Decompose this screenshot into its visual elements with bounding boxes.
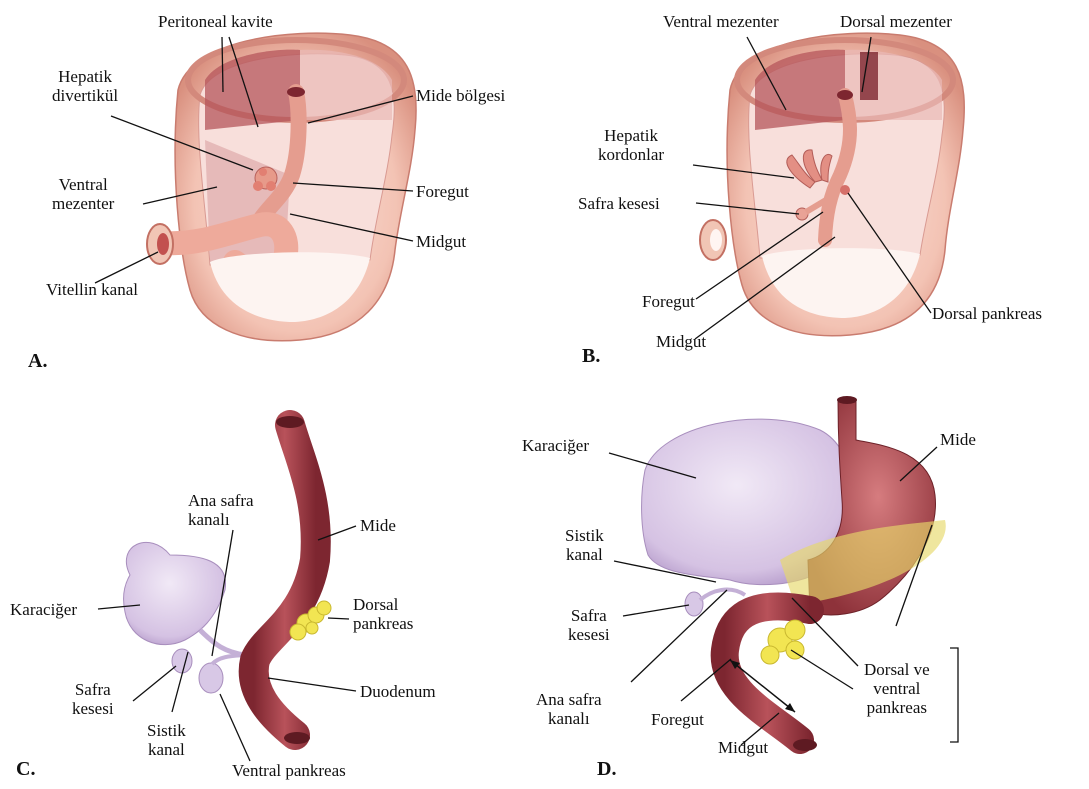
panel-c-illustration	[124, 416, 331, 744]
label-d-sistik-kanal: Sistik kanal	[565, 526, 604, 564]
label-d-foregut: Foregut	[651, 710, 704, 729]
label-d-karaciger: Karaciğer	[522, 436, 589, 455]
label-a-mide-bolgesi: Mide bölgesi	[416, 86, 505, 105]
label-b-dorsal-mezenter: Dorsal mezenter	[840, 12, 952, 31]
label-b-ventral-mezenter: Ventral mezenter	[663, 12, 779, 31]
label-c-ventral-pankreas: Ventral pankreas	[232, 761, 346, 780]
panel-letter-d: D.	[597, 758, 616, 781]
panel-letter-c: C.	[16, 758, 35, 781]
label-c-karaciger: Karaciğer	[10, 600, 77, 619]
label-b-dorsal-pankreas: Dorsal pankreas	[932, 304, 1042, 323]
panel-b-illustration	[700, 33, 964, 336]
label-c-mide: Mide	[360, 516, 396, 535]
label-b-safra-kesesi: Safra kesesi	[578, 194, 660, 213]
label-a-vitellin-kanal: Vitellin kanal	[46, 280, 138, 299]
label-b-hepatik-kordonlar: Hepatik kordonlar	[598, 126, 664, 164]
panel-letter-a: A.	[28, 350, 47, 373]
label-a-ventral-mezenter: Ventral mezenter	[52, 175, 114, 213]
label-d-ana-safra-kanali: Ana safra kanalı	[536, 690, 602, 728]
panel-letter-b: B.	[582, 345, 600, 368]
label-a-peritoneal-kavite: Peritoneal kavite	[158, 12, 273, 31]
label-b-midgut: Midgut	[656, 332, 706, 351]
label-d-dorsal-ventral-pankreas: Dorsal ve ventral pankreas	[864, 660, 930, 717]
panel-a-illustration	[147, 33, 416, 341]
label-c-duodenum: Duodenum	[360, 682, 436, 701]
label-c-sistik-kanal: Sistik kanal	[147, 721, 186, 759]
label-a-midgut: Midgut	[416, 232, 466, 251]
label-c-ana-safra-kanali: Ana safra kanalı	[188, 491, 254, 529]
label-d-midgut: Midgut	[718, 738, 768, 757]
label-a-hepatik-divertikul: Hepatik divertikül	[52, 67, 118, 105]
label-d-safra-kesesi: Safra kesesi	[568, 606, 610, 644]
label-c-dorsal-pankreas: Dorsal pankreas	[353, 595, 413, 633]
label-a-foregut: Foregut	[416, 182, 469, 201]
label-b-foregut: Foregut	[642, 292, 695, 311]
label-c-safra-kesesi: Safra kesesi	[72, 680, 114, 718]
label-d-mide: Mide	[940, 430, 976, 449]
